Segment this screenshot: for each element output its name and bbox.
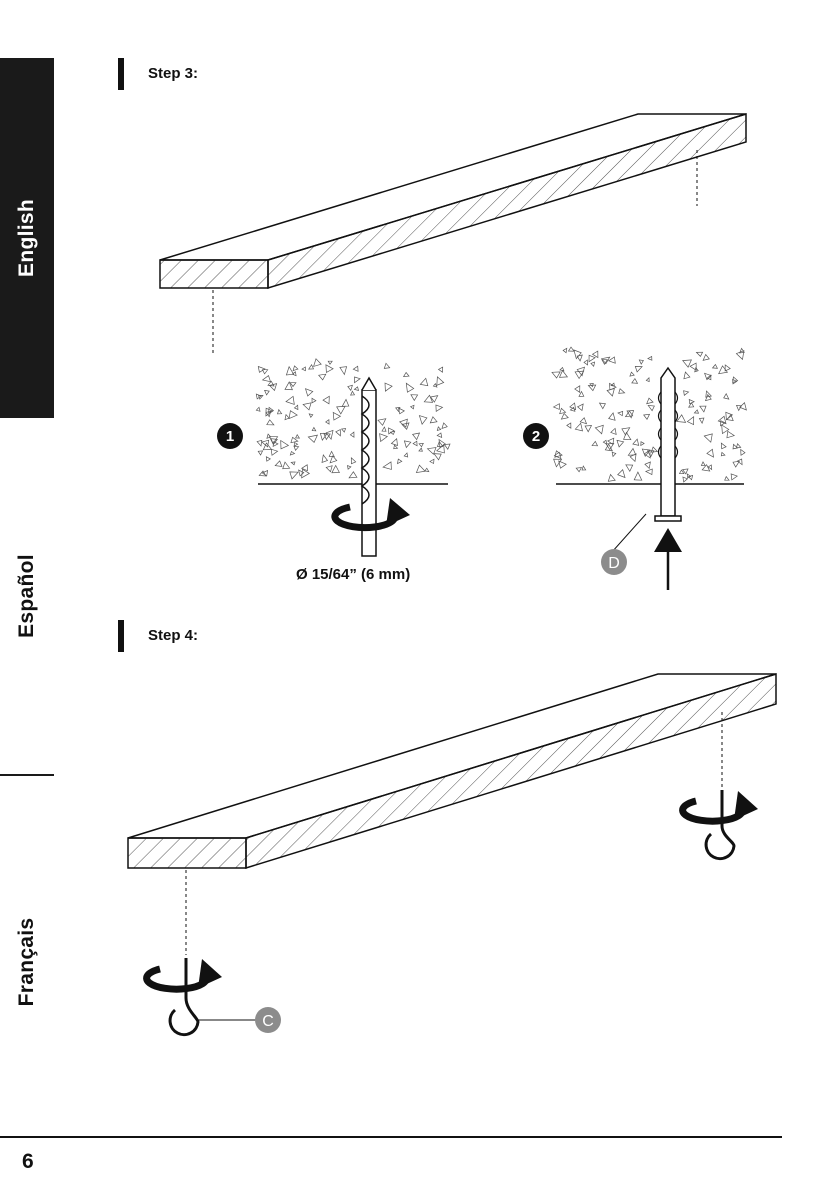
svg-text:2: 2	[532, 428, 540, 445]
shelf-board-step3	[160, 114, 746, 356]
assembly-illustration: 1 2 D C	[0, 0, 840, 1130]
screw-hook-icon	[170, 958, 198, 1035]
svg-text:C: C	[262, 1013, 274, 1030]
part-badge-d: D	[601, 549, 627, 575]
footer-rule	[0, 1136, 782, 1138]
push-up-arrow-icon	[654, 528, 682, 590]
part-badge-c: C	[255, 1007, 281, 1033]
drill-size-label: Ø 15/64” (6 mm)	[296, 566, 410, 583]
page-number: 6	[22, 1150, 34, 1174]
rotate-clockwise-icon	[147, 959, 222, 989]
rotate-clockwise-icon	[683, 791, 758, 821]
svg-text:D: D	[608, 555, 620, 572]
wall-section-anchor	[552, 347, 746, 484]
callout-leader-d	[612, 514, 646, 552]
substep-badge-2: 2	[523, 423, 549, 449]
substep-badge-1: 1	[217, 423, 243, 449]
svg-text:1: 1	[226, 428, 234, 445]
wall-anchor-icon	[655, 368, 681, 521]
wall-section-drilling	[256, 359, 450, 484]
shelf-board-step4	[128, 674, 776, 955]
